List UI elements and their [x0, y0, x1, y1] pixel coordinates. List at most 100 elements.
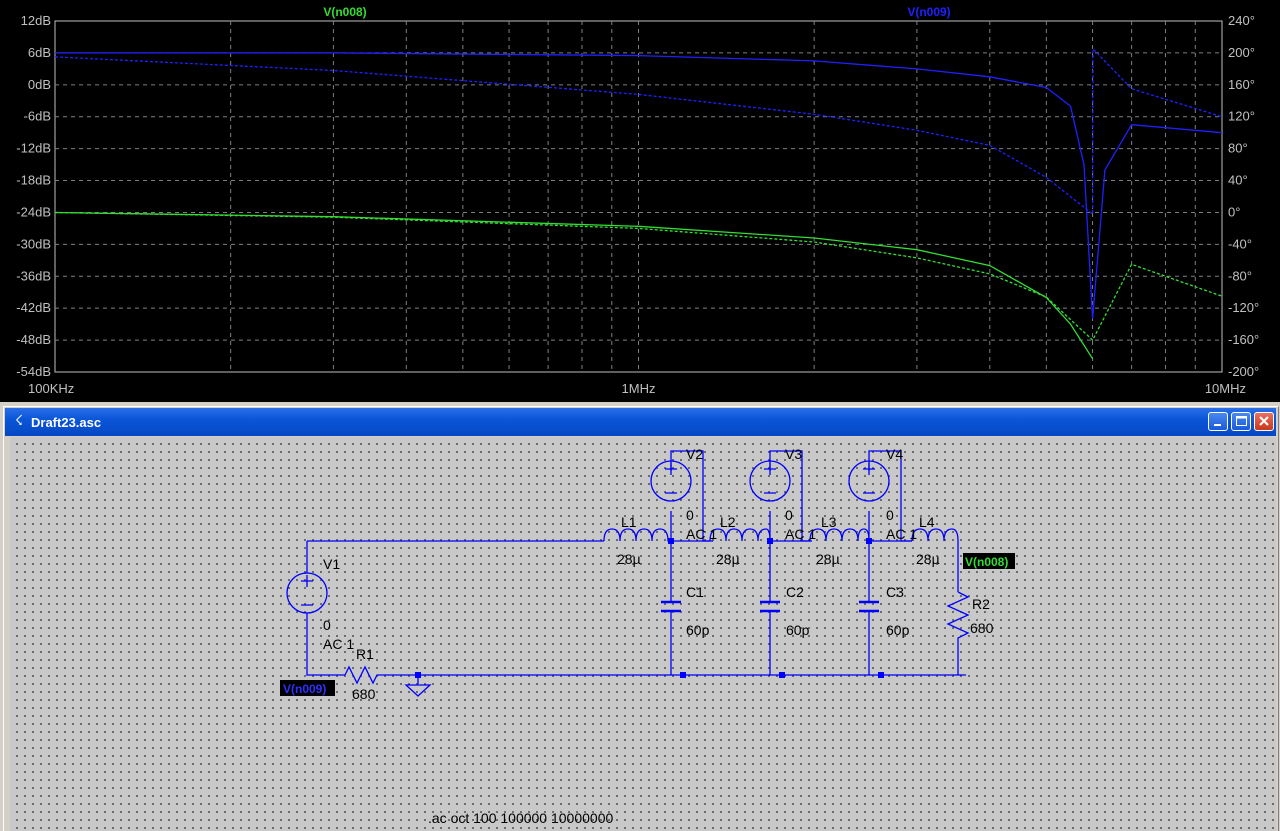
x-tick-label: 100KHz: [28, 381, 74, 396]
capacitor-c1-icon[interactable]: [661, 600, 681, 613]
r2-name[interactable]: R2: [972, 596, 990, 612]
y-tick-label-deg: -120°: [1228, 300, 1259, 315]
c3-value[interactable]: 60p: [886, 622, 910, 638]
resistor-r1-icon[interactable]: [344, 665, 381, 685]
component-labels: V1 0 AC 1 V2 0 AC 1 V3 0 AC 1 V4 0 AC 1 …: [323, 446, 994, 702]
c3-name[interactable]: C3: [886, 584, 904, 600]
schematic-wires: [306, 450, 966, 684]
trace-label-n009[interactable]: V(n009): [907, 5, 950, 19]
y-tick-label-db: 0dB: [28, 77, 51, 92]
schematic-canvas[interactable]: V1 0 AC 1 V2 0 AC 1 V3 0 AC 1 V4 0 AC 1 …: [10, 437, 1276, 831]
v4-name[interactable]: V4: [886, 446, 903, 462]
v1-dc[interactable]: 0: [323, 617, 331, 633]
l1-name[interactable]: L1: [621, 514, 637, 530]
v1-ac[interactable]: AC 1: [323, 636, 354, 652]
y-tick-label-deg: 40°: [1228, 173, 1248, 188]
schematic-symbols: [286, 460, 970, 697]
y-tick-label-deg: 240°: [1228, 13, 1255, 28]
l2-name[interactable]: L2: [720, 514, 736, 530]
c2-value[interactable]: 60p: [786, 622, 810, 638]
capacitor-c3-icon[interactable]: [859, 600, 879, 613]
y-tick-label-deg: -160°: [1228, 332, 1259, 347]
c1-value[interactable]: 60p: [686, 622, 710, 638]
close-icon: [1259, 416, 1269, 426]
x-tick-label: 10MHz: [1205, 381, 1246, 396]
trace-vn009-phase: [54, 47, 1223, 216]
y-tick-label-deg: 120°: [1228, 109, 1255, 124]
v3-dc[interactable]: 0: [785, 507, 793, 523]
y-tick-label-db: -12dB: [16, 141, 51, 156]
trace-vn008-magnitude: [54, 211, 1094, 360]
y-tick-label-deg: -80°: [1228, 268, 1252, 283]
l4-value[interactable]: 28µ: [916, 551, 940, 567]
r1-name[interactable]: R1: [356, 646, 374, 662]
v3-name[interactable]: V3: [785, 446, 802, 462]
y-tick-label-db: -42dB: [16, 300, 51, 315]
v4-ac[interactable]: AC 1: [886, 526, 917, 542]
window-titlebar[interactable]: ☇ Draft23.asc: [5, 408, 1276, 436]
v3-ac[interactable]: AC 1: [785, 526, 816, 542]
v2-name[interactable]: V2: [686, 446, 703, 462]
inductor-l2-icon[interactable]: [709, 528, 771, 542]
c2-name[interactable]: C2: [786, 584, 804, 600]
y-tick-label-db: -54dB: [16, 364, 51, 379]
v4-dc[interactable]: 0: [886, 507, 894, 523]
y-tick-label-deg: 80°: [1228, 141, 1248, 156]
plot-traces: [54, 47, 1223, 360]
junction-dots: [415, 538, 884, 678]
capacitor-c2-icon[interactable]: [760, 600, 780, 613]
voltage-source-v3-icon[interactable]: [749, 460, 791, 502]
l2-value[interactable]: 28µ: [716, 551, 740, 567]
r2-value[interactable]: 680: [970, 620, 994, 636]
l3-name[interactable]: L3: [821, 514, 837, 530]
v2-dc[interactable]: 0: [686, 507, 694, 523]
netflag-n009-text: V(n009): [283, 682, 326, 696]
y-tick-label-deg: 160°: [1228, 77, 1255, 92]
v2-ac[interactable]: AC 1: [686, 526, 717, 542]
y-tick-label-db: -6dB: [24, 109, 51, 124]
netflag-n008[interactable]: V(n008): [963, 553, 1015, 569]
y-tick-label-db: -48dB: [16, 332, 51, 347]
inductor-l3-icon[interactable]: [809, 528, 870, 542]
minimize-button[interactable]: [1208, 412, 1228, 431]
voltage-source-v2-icon[interactable]: [650, 460, 692, 502]
trace-vn008-phase: [54, 211, 1223, 342]
maximize-button[interactable]: [1231, 412, 1251, 431]
y-tick-label-db: -18dB: [16, 173, 51, 188]
trace-vn009-magnitude: [55, 52, 1223, 319]
voltage-source-v4-icon[interactable]: [848, 460, 890, 502]
y-tick-label-db: -30dB: [16, 236, 51, 251]
c1-name[interactable]: C1: [686, 584, 704, 600]
l3-value[interactable]: 28µ: [816, 551, 840, 567]
trace-label-n008[interactable]: V(n008): [323, 5, 366, 19]
netflag-n009[interactable]: V(n009): [280, 680, 335, 696]
r1-value[interactable]: 680: [352, 686, 376, 702]
y-tick-label-db: 6dB: [28, 45, 51, 60]
x-tick-label: 1MHz: [622, 381, 656, 396]
resistor-r2-icon[interactable]: [946, 591, 970, 645]
l1-value[interactable]: 28µ: [617, 551, 641, 567]
y-tick-label-deg: -200°: [1228, 364, 1259, 379]
schematic-drawing[interactable]: V1 0 AC 1 V2 0 AC 1 V3 0 AC 1 V4 0 AC 1 …: [10, 437, 1276, 831]
schematic-window[interactable]: ☇ Draft23.asc: [3, 406, 1279, 831]
ltspice-app-icon: ☇: [14, 413, 24, 429]
inductor-l4-icon[interactable]: [911, 528, 959, 542]
y-tick-label-deg: 200°: [1228, 45, 1255, 60]
minimize-icon: [1214, 424, 1221, 426]
y-tick-label-db: -24dB: [16, 204, 51, 219]
y-tick-label-deg: 0°: [1228, 204, 1240, 219]
ground-icon[interactable]: [404, 684, 432, 697]
l4-name[interactable]: L4: [919, 514, 935, 530]
plot-grid: [54, 20, 1223, 373]
pane-splitter[interactable]: [0, 402, 1280, 407]
close-button[interactable]: [1254, 412, 1274, 431]
inductor-l1-icon[interactable]: [603, 528, 671, 542]
spice-directive[interactable]: .ac oct 100 100000 10000000: [428, 810, 613, 826]
y-tick-label-db: -36dB: [16, 268, 51, 283]
voltage-source-v1-icon[interactable]: [286, 572, 328, 614]
v1-name[interactable]: V1: [323, 556, 340, 572]
y-tick-label-deg: -40°: [1228, 236, 1252, 251]
